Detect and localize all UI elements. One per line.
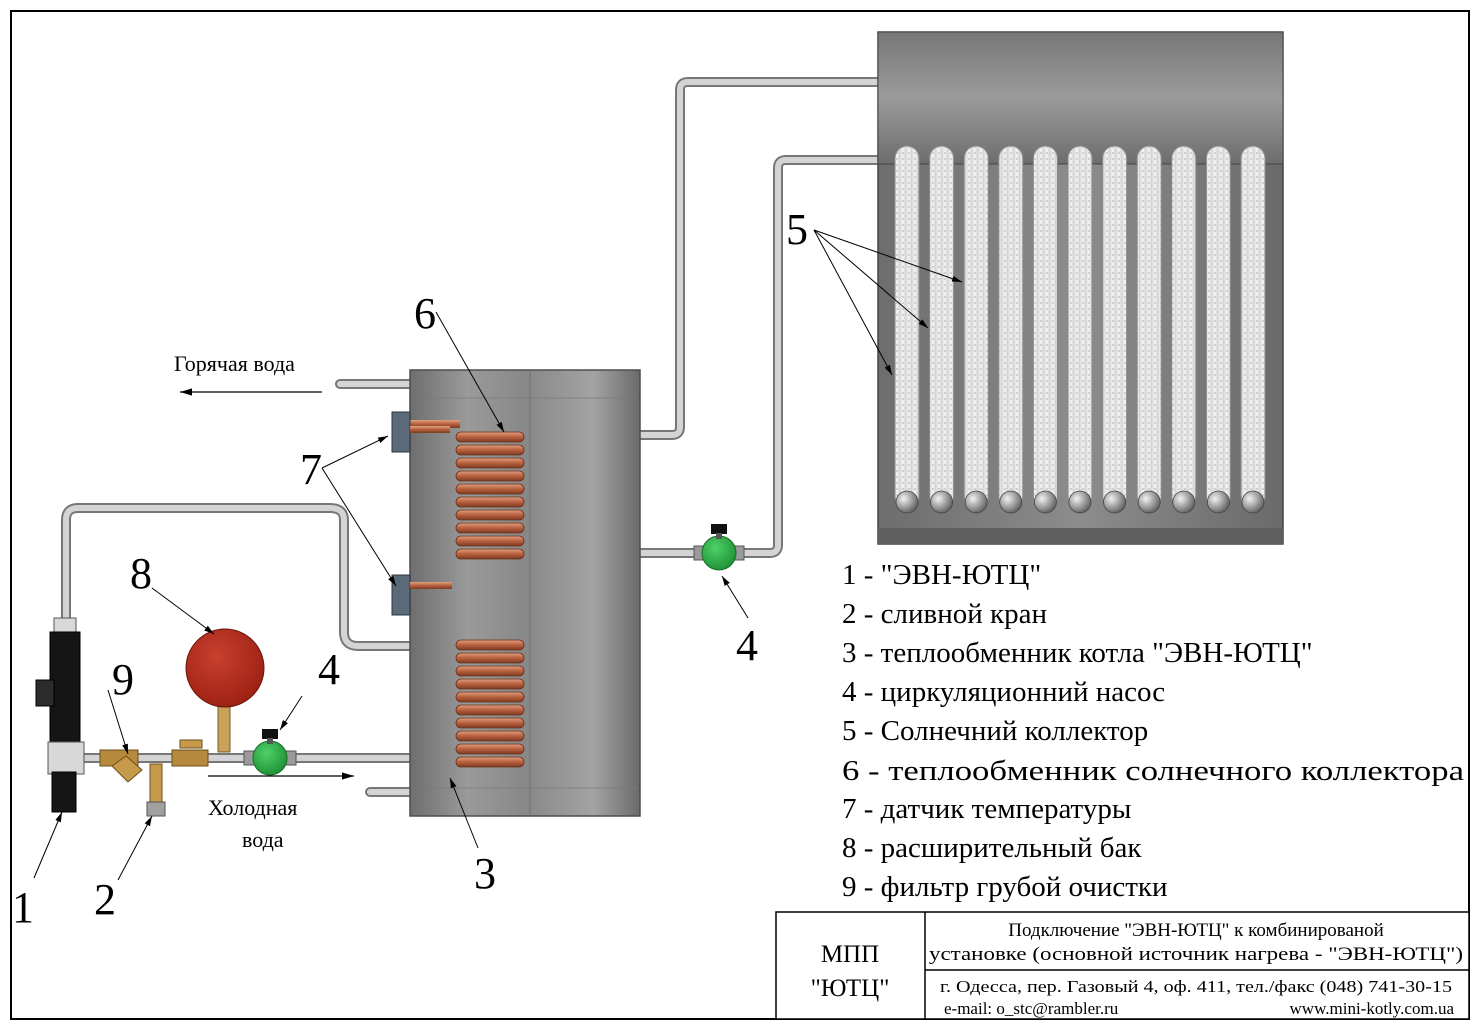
website: www.mini-kotly.com.ua xyxy=(1290,999,1455,1018)
legend-item: 8 - расширительный бак xyxy=(842,832,1142,864)
title-line1: Подключение "ЭВН-ЮТЦ" к комбинированой xyxy=(1008,920,1384,941)
org-name-line2: "ЮТЦ" xyxy=(811,975,890,1002)
coil-turn xyxy=(455,483,525,495)
legend-item: 3 - теплообменник котла "ЭВН-ЮТЦ" xyxy=(842,637,1313,669)
legend-item: 2 - сливной кран xyxy=(842,598,1047,630)
flow-arrows xyxy=(180,388,354,780)
legend-item: 6 - теплообменник солнечного коллектора xyxy=(842,755,1464,787)
solar-collector xyxy=(877,31,1284,545)
coil-turn xyxy=(455,704,525,716)
vacuum-tube xyxy=(1171,145,1197,514)
coil-turn xyxy=(455,639,525,651)
callout-7: 7 xyxy=(300,445,322,494)
temperature-sensor-lower xyxy=(391,574,452,616)
cold-water-label-line1: Холодная xyxy=(208,795,297,820)
electrode-boiler-evn xyxy=(35,617,85,813)
coil-turn xyxy=(455,665,525,677)
vacuum-tube xyxy=(998,145,1024,514)
vacuum-tube xyxy=(1136,145,1162,514)
drawing-frame xyxy=(10,10,1470,1020)
coil-turn xyxy=(455,496,525,508)
coil-turn xyxy=(455,444,525,456)
coil-turn xyxy=(455,548,525,560)
cold-water-label-line2: вода xyxy=(242,827,284,852)
legend-item: 9 - фильтр грубой очистки xyxy=(842,871,1168,903)
vacuum-tube xyxy=(1102,145,1128,514)
boiler-heat-exchanger-coil xyxy=(455,639,525,768)
pipes xyxy=(61,77,883,797)
vacuum-tube xyxy=(894,145,920,514)
coil-turn xyxy=(455,717,525,729)
legend: 1 - "ЭВН-ЮТЦ" 2 - сливной кран 3 - тепло… xyxy=(842,559,1464,903)
pump-solar xyxy=(693,524,745,571)
temperature-sensor-upper xyxy=(391,411,450,453)
callout-4-boiler-pump: 4 xyxy=(318,645,340,694)
vacuum-tube xyxy=(1067,145,1093,514)
email: e-mail: o_stc@rambler.ru xyxy=(944,999,1119,1018)
vacuum-tube xyxy=(1240,145,1266,514)
org-name-line1: МПП xyxy=(821,941,879,968)
expansion-tank xyxy=(185,628,265,753)
coil-turn xyxy=(455,756,525,768)
callout-4-solar-pump: 4 xyxy=(736,621,758,670)
callout-leaders xyxy=(33,229,963,881)
address: г. Одесса, пер. Газовый 4, оф. 411, тел.… xyxy=(940,977,1452,996)
callout-8: 8 xyxy=(130,549,152,598)
storage-tank xyxy=(409,369,641,817)
vacuum-tube xyxy=(1205,145,1231,514)
vacuum-tube xyxy=(963,145,989,514)
legend-item: 1 - "ЭВН-ЮТЦ" xyxy=(842,559,1041,591)
callout-5: 5 xyxy=(786,205,808,254)
coil-turn xyxy=(455,509,525,521)
callout-2: 2 xyxy=(94,875,116,924)
legend-item: 5 - Солнечний коллектор xyxy=(842,715,1148,747)
callout-9: 9 xyxy=(112,655,134,704)
coil-turn xyxy=(455,743,525,755)
legend-item: 7 - датчик температуры xyxy=(842,793,1131,825)
drain-valve xyxy=(146,763,166,817)
vacuum-tube xyxy=(1032,145,1058,514)
solar-heat-exchanger-coil xyxy=(410,420,525,560)
coil-turn xyxy=(455,535,525,547)
coil-turn xyxy=(455,431,525,443)
coil-turn xyxy=(455,730,525,742)
coil-turn xyxy=(455,652,525,664)
coil-turn xyxy=(455,522,525,534)
legend-item: 4 - циркуляционний насос xyxy=(842,676,1165,708)
vacuum-tube xyxy=(929,145,955,514)
hot-water-label: Горячая вода xyxy=(174,351,295,376)
title-block: МПП "ЮТЦ" Подключение "ЭВН-ЮТЦ" к комбин… xyxy=(775,911,1470,1020)
coil-turn xyxy=(455,470,525,482)
coil-turn xyxy=(455,691,525,703)
callout-1: 1 xyxy=(12,883,34,932)
title-line2: установке (основной источник нагрева - "… xyxy=(929,944,1463,965)
coil-turn xyxy=(455,457,525,469)
callout-6: 6 xyxy=(414,289,436,338)
pump-boiler xyxy=(243,729,297,776)
callout-3: 3 xyxy=(474,849,496,898)
coil-turn xyxy=(455,678,525,690)
coarse-filter xyxy=(99,749,143,783)
ball-valve xyxy=(171,739,209,767)
